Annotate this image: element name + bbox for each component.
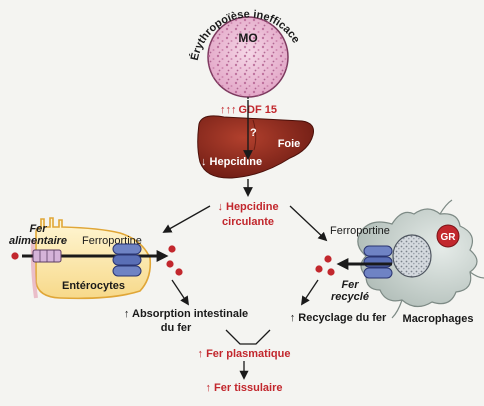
dietary-iron-line2: alimentaire [9,235,67,247]
iron-dot-ent-2 [166,260,174,268]
macrophage-nucleus [392,234,432,278]
ferroportin-ent-tube1 [112,243,142,255]
bone-marrow-texture [208,17,288,97]
ferroportin-ent-tube3 [112,265,142,277]
ferroportin-ent-tube2 [112,254,142,266]
macrophage: GR [357,199,484,319]
dietary-iron-dot [11,252,19,260]
iron-dot-ent-3 [175,268,183,276]
liver-hepcidin-label: ↓ Hepcidine [201,156,262,168]
gdf15-text: GDF 15 [239,104,278,116]
bone-marrow: MO [207,16,289,98]
enterocyte-shape [35,217,152,300]
recycled-iron-line2: recyclé [331,291,369,303]
liver-question-mark: ? [250,127,257,139]
tissue-iron-label: ↑ Fer tissulaire [205,382,282,394]
macrophage-ferroportin-label: Ferroportine [330,225,390,237]
ferroportin-mac-tube1 [363,245,393,257]
arrow-hepcidin-to-enterocyte [162,205,211,233]
macrophage-label: Macrophages [403,313,474,325]
absorption-line1: ↑ Absorption intestinale [124,308,248,320]
absorption-line2: du fer [161,322,192,334]
merge-bracket [225,329,271,345]
circulating-hepcidin-line1: ↓ Hepcidine [217,201,278,213]
gr-label: GR [441,232,457,243]
iron-dot-mac-1 [324,255,332,263]
macrophage-ferroportin [363,245,393,279]
iron-dot-mac-2 [315,265,323,273]
macrophage-pseudopods [391,199,484,319]
recycling-label: ↑ Recyclage du fer [290,312,387,324]
liver-shape [197,115,314,179]
enterocyte-ferroportin [112,243,142,277]
arrow-to-recycling [300,279,319,306]
enterocyte [30,217,152,300]
circulating-hepcidin-line2: circulante [222,216,274,228]
bone-marrow-label: MO [238,31,257,45]
arrow-hepcidin-to-macrophage [289,205,328,242]
dmt1-transporter [32,249,62,263]
dietary-iron-line1: Fer [29,223,47,235]
gdf15-arrows: ↑↑↑ [220,104,237,116]
enterocyte-label: Entérocytes [62,280,125,292]
arrow-to-absorption [171,279,190,306]
red-cell-gr [436,224,460,248]
liver: Foie ? ↓ Hepcidine [197,115,314,179]
ferroportin-mac-tube3 [363,267,393,279]
iron-dot-ent-1 [168,245,176,253]
liver-label: Foie [278,138,301,150]
liver-lobe-line [252,119,257,151]
iron-dot-mac-3 [327,268,335,276]
enterocyte-brush-border [30,239,38,299]
recycled-iron-line1: Fer [341,279,359,291]
plasma-iron-label: ↑ Fer plasmatique [198,348,291,360]
